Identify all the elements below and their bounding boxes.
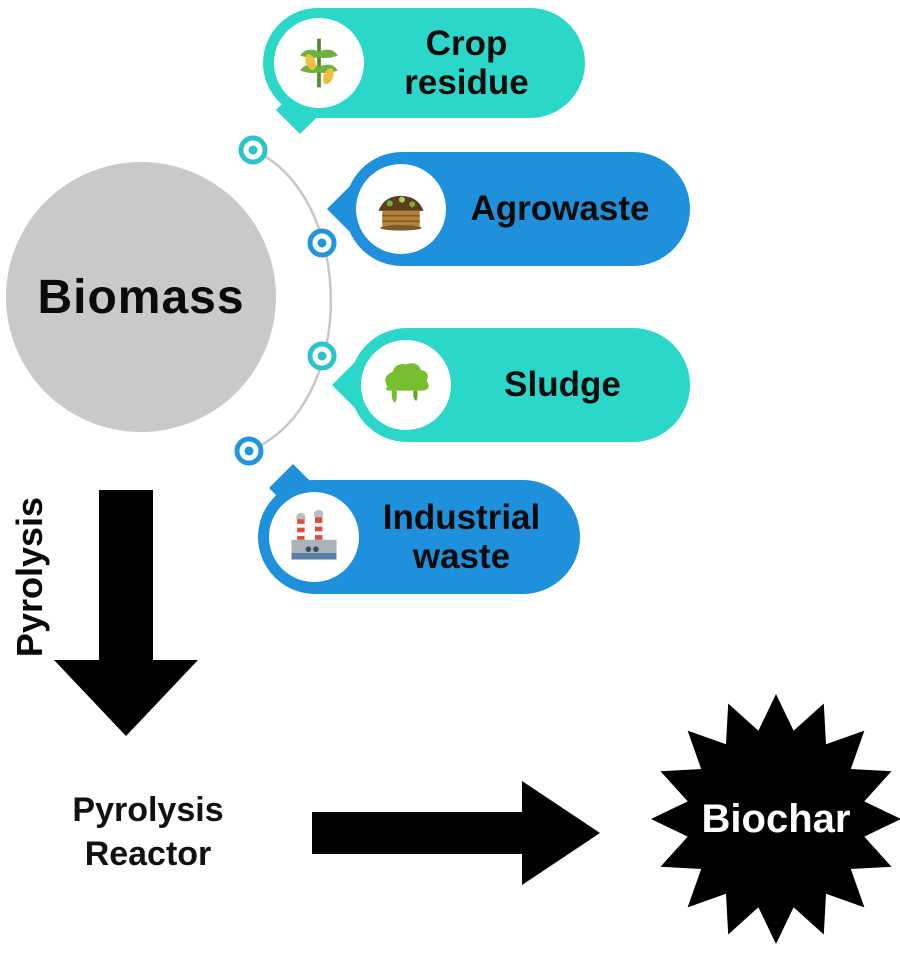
pill-label: Crop residue bbox=[404, 23, 529, 102]
pill-sludge: Sludge bbox=[331, 328, 690, 442]
sludge-blob-icon bbox=[385, 363, 429, 403]
factory-icon bbox=[291, 509, 337, 560]
biomass-label: Biomass bbox=[37, 270, 245, 324]
biochar-star bbox=[651, 694, 900, 944]
pill-label: Sludge bbox=[504, 365, 621, 405]
pyrolysis-label: Pyrolysis bbox=[9, 496, 50, 658]
star-shape bbox=[651, 694, 900, 944]
pill-label: Agrowaste bbox=[470, 189, 650, 229]
pill-industrial-waste: Industrial waste bbox=[258, 463, 580, 594]
compost-icon bbox=[378, 195, 424, 231]
connector-node-crop bbox=[238, 135, 268, 165]
reactor-arrow-head bbox=[522, 781, 600, 885]
reactor-label: Pyrolysis Reactor bbox=[72, 791, 224, 874]
pill-crop-residue: Crop residue bbox=[263, 8, 585, 135]
icon-circle bbox=[361, 340, 451, 430]
pill-label: Industrial waste bbox=[382, 497, 541, 576]
pill-agrowaste: Agrowaste bbox=[326, 152, 690, 266]
pyrolysis-arrow-shaft bbox=[99, 490, 153, 662]
connector-node-industrial bbox=[234, 436, 264, 466]
icon-circle bbox=[274, 18, 364, 108]
corn-icon bbox=[300, 38, 338, 88]
biochar-label: Biochar bbox=[701, 796, 851, 841]
reactor-arrow-shaft bbox=[312, 812, 524, 854]
connector-node-agrowaste bbox=[307, 228, 337, 258]
biomass-node: Biomass bbox=[6, 162, 276, 432]
icon-circle bbox=[356, 164, 446, 254]
pyrolysis-arrow-head bbox=[54, 660, 198, 736]
icon-circle bbox=[269, 492, 359, 582]
connector-node-sludge bbox=[307, 341, 337, 371]
